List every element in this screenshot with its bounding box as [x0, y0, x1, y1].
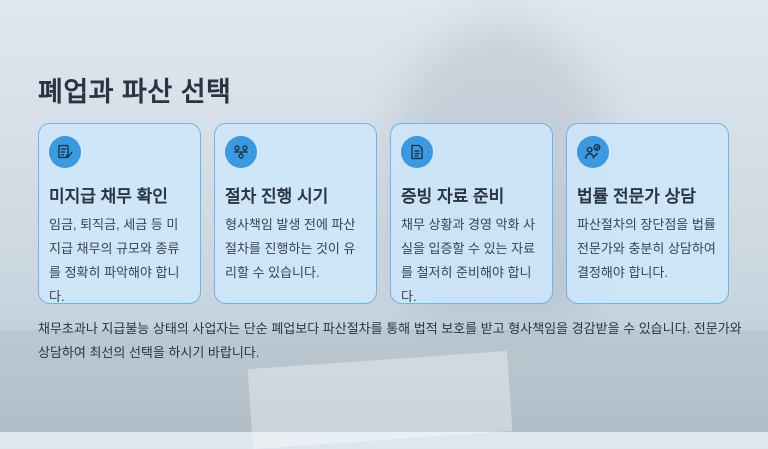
- process-flow-icon: [225, 136, 257, 168]
- card-title: 법률 전문가 상담: [577, 187, 696, 206]
- card-legal-consult: 법률 전문가 상담 파산절차의 장단점을 법률 전문가와 충분히 상담하여 결정…: [566, 123, 729, 304]
- card-body: 임금, 퇴직금, 세금 등 미지급 채무의 규모와 종류를 정확히 파악해야 합…: [49, 217, 180, 304]
- card-unpaid-debt: 미지급 채무 확인 임금, 퇴직금, 세금 등 미지급 채무의 규모와 종류를 …: [38, 123, 201, 304]
- summary-text: 채무초과나 지급불능 상태의 사업자는 단순 폐업보다 파산절차를 통해 법적 …: [38, 321, 742, 360]
- file-text-icon: [401, 136, 433, 168]
- consultation-icon: [577, 136, 609, 168]
- card-body: 채무 상황과 경영 악화 사실을 입증할 수 있는 자료를 철저히 준비해야 합…: [401, 217, 536, 304]
- card-title: 절차 진행 시기: [225, 187, 329, 206]
- document-check-icon: [49, 136, 81, 168]
- card-body: 형사책임 발생 전에 파산절차를 진행하는 것이 유리할 수 있습니다.: [225, 217, 356, 280]
- card-procedure-timing: 절차 진행 시기 형사책임 발생 전에 파산절차를 진행하는 것이 유리할 수 …: [214, 123, 377, 304]
- page-title: 폐업과 파산 선택: [38, 77, 232, 107]
- card-title: 미지급 채무 확인: [49, 187, 168, 206]
- card-evidence: 증빙 자료 준비 채무 상황과 경영 악화 사실을 입증할 수 있는 자료를 철…: [390, 123, 553, 304]
- background-papers: [247, 351, 513, 449]
- background-desk: [0, 330, 768, 432]
- card-body: 파산절차의 장단점을 법률 전문가와 충분히 상담하여 결정해야 합니다.: [577, 217, 716, 280]
- card-title: 증빙 자료 준비: [401, 187, 505, 206]
